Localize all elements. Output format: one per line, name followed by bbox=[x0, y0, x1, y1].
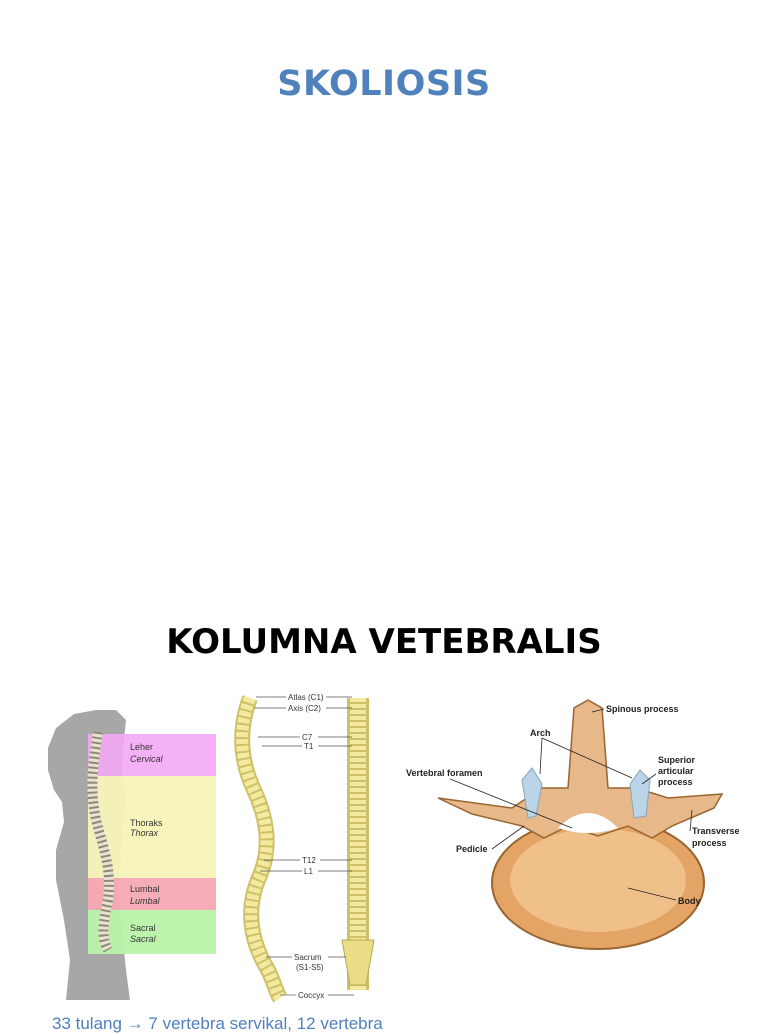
spine-label: Atlas (C1) bbox=[288, 693, 324, 702]
slide-title: SKOLIOSIS bbox=[277, 64, 491, 104]
spine-views-figure: Atlas (C1) Axis (C2) C7 T1 T12 L1 Sacrum… bbox=[234, 693, 375, 1003]
spine-regions-figure: Leher Cervical Thoraks Thorax Lumbal Lum… bbox=[26, 710, 216, 1000]
vertebra-label: Transverse bbox=[692, 826, 740, 836]
region-label: Lumbal bbox=[130, 884, 160, 894]
region-latin: Thorax bbox=[130, 828, 159, 838]
region-label: Thoraks bbox=[130, 818, 163, 828]
spine-label: Coccyx bbox=[298, 991, 324, 1000]
vertebra-label: process bbox=[692, 838, 727, 848]
vertebra-figure: Spinous process Arch Superior articular … bbox=[406, 699, 740, 950]
region-label: Leher bbox=[130, 742, 153, 752]
vertebra-label: process bbox=[658, 777, 693, 787]
region-latin: Sacral bbox=[130, 934, 157, 944]
vertebra-label: articular bbox=[658, 766, 694, 776]
region-latin: Cervical bbox=[130, 754, 164, 764]
region-latin: Lumbal bbox=[130, 896, 161, 906]
cervical-band bbox=[88, 734, 216, 776]
region-label: Sacral bbox=[130, 923, 156, 933]
spine-label: L1 bbox=[304, 867, 313, 876]
spine-label: T1 bbox=[304, 742, 314, 751]
vertebra-label: Arch bbox=[530, 728, 551, 738]
vertebra-label: Superior bbox=[658, 755, 696, 765]
spine-label: T12 bbox=[302, 856, 316, 865]
spine-label: Sacrum bbox=[294, 953, 322, 962]
slide-1: SKOLIOSIS bbox=[277, 64, 491, 104]
spine-label: Axis (C2) bbox=[288, 704, 321, 713]
footer-text: 33 tulang → 7 vertebra servikal, 12 vert… bbox=[52, 1014, 383, 1033]
vertebra-label: Vertebral foramen bbox=[406, 768, 483, 778]
spine-label: (S1-S5) bbox=[296, 963, 324, 972]
slide-title: KOLUMNA VETEBRALIS bbox=[166, 622, 602, 662]
vertebra-label: Body bbox=[678, 896, 701, 906]
spine-label: C7 bbox=[302, 733, 313, 742]
slide-2: KOLUMNA VETEBRALIS Leher Cervical Thorak… bbox=[0, 600, 768, 1033]
vertebra-label: Spinous process bbox=[606, 704, 679, 714]
vertebra-label: Pedicle bbox=[456, 844, 488, 854]
